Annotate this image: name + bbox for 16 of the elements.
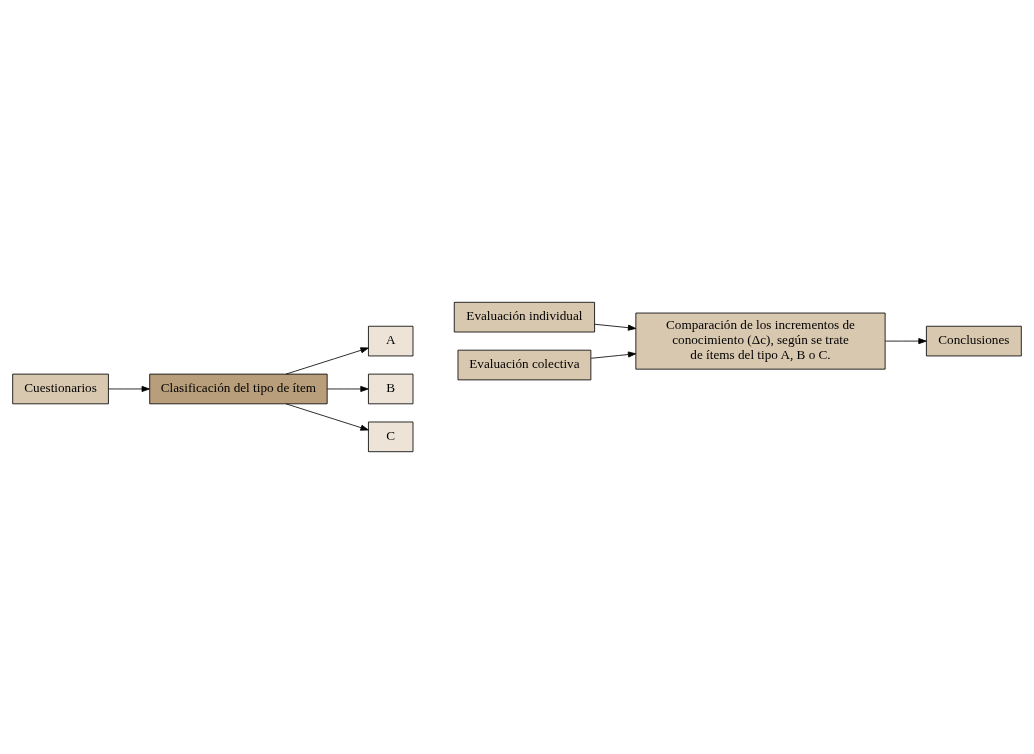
arrow bbox=[884, 338, 927, 345]
node-box: Evaluación colectiva bbox=[457, 349, 592, 381]
node-box: Conclusiones bbox=[926, 325, 1022, 357]
node-box: Cuestionarios bbox=[12, 373, 109, 405]
arrow bbox=[326, 385, 369, 392]
node-box: A bbox=[368, 325, 414, 357]
arrow bbox=[594, 323, 637, 331]
node-box: Comparación de los incrementos de conocimiento (Δc), según se trate de ítems del tipo A, B o C. bbox=[635, 312, 886, 370]
arrow bbox=[108, 385, 150, 392]
arrow bbox=[285, 403, 369, 431]
node-box: C bbox=[368, 421, 414, 453]
node-box: Evaluación individual bbox=[453, 301, 595, 333]
arrow bbox=[285, 347, 369, 375]
arrow bbox=[590, 351, 637, 359]
node-box: B bbox=[368, 373, 414, 405]
node-box: Clasificación del tipo de ítem bbox=[149, 373, 328, 405]
